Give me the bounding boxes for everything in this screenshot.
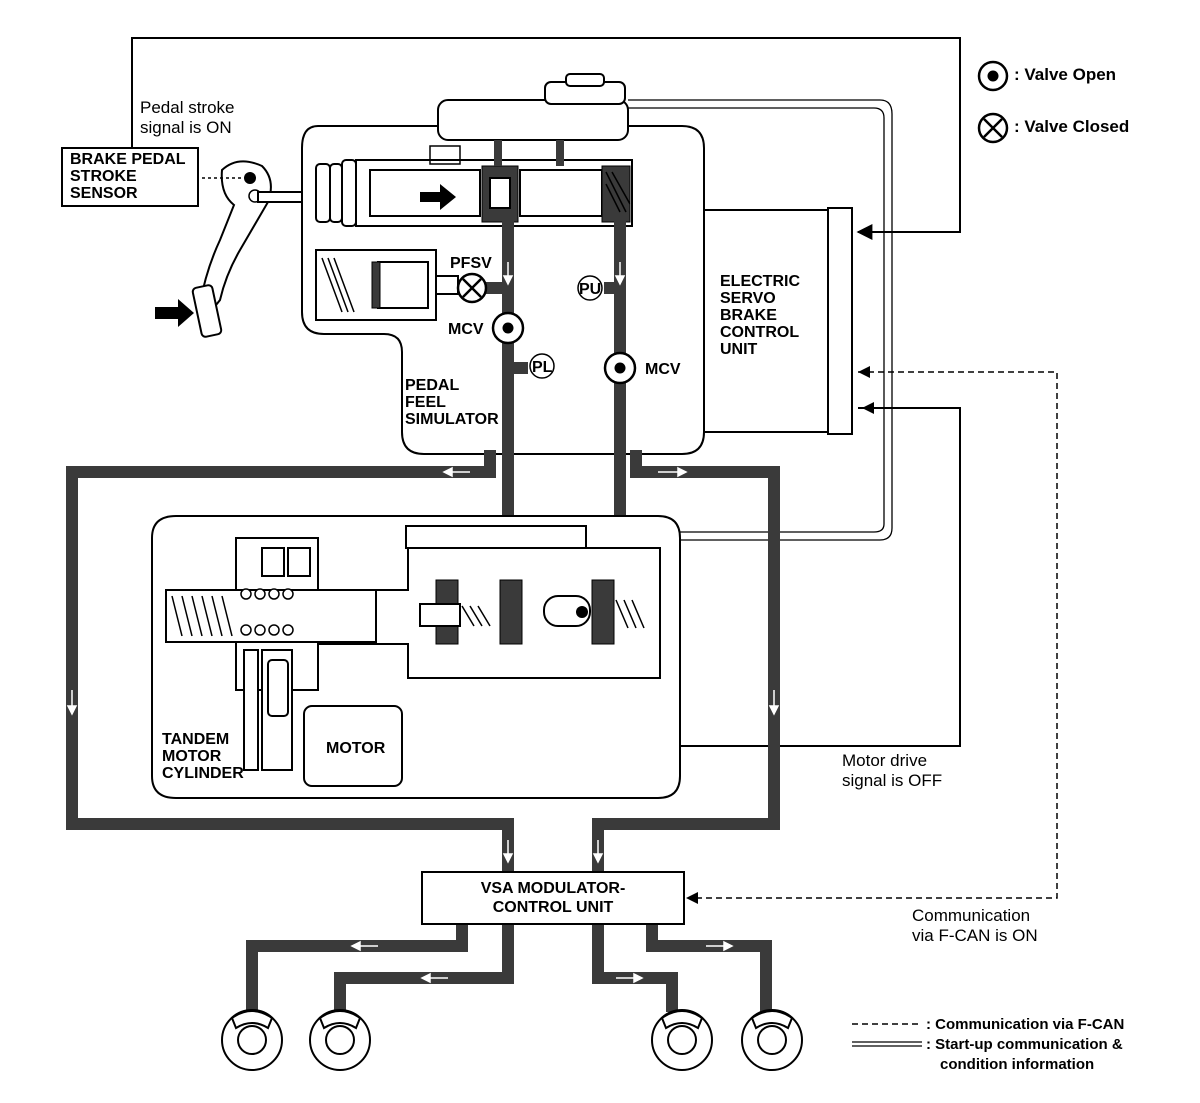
pu-label: PU — [579, 281, 601, 298]
hydraulic-line-brake-rl — [334, 922, 514, 1012]
boot-bellows — [315, 159, 357, 227]
legend-fcan-label: : Communication via F-CAN — [926, 1016, 1124, 1033]
legend-startup-label-1: : Start-up communication & — [926, 1036, 1123, 1053]
fcan-communication-wire — [688, 371, 1058, 899]
pedal-feel-simulator — [315, 249, 459, 321]
legend-line-types: : Communication via F-CAN : Start-up com… — [852, 1016, 1124, 1073]
esb-label-1: ELECTRIC — [720, 273, 800, 290]
pfsv-label: PFSV — [450, 255, 492, 272]
brake-disc-rl — [309, 1009, 371, 1071]
tmc-label-2: MOTOR — [162, 748, 222, 765]
pfs-label-3: SIMULATOR — [405, 411, 499, 428]
sensor-label-2: STROKE — [70, 168, 137, 185]
hydraulic-line-outer-left — [66, 450, 514, 872]
motor-label: MOTOR — [326, 740, 386, 757]
pedal-stroke-signal-wire — [131, 37, 961, 240]
mcv-left-label: MCV — [448, 321, 484, 338]
vsa-modulator-control-unit — [421, 871, 685, 925]
brake-disc-fr — [741, 1009, 803, 1071]
legend-valve-open: : Valve Open — [977, 60, 1116, 92]
hydraulic-line-brake-rr — [592, 922, 678, 1012]
esb-label-5: UNIT — [720, 341, 758, 358]
pfs-label-2: FEEL — [405, 394, 446, 411]
brake-pedal — [191, 160, 272, 338]
hydraulic-line-outer-right — [592, 450, 780, 872]
pl-label: PL — [532, 359, 553, 376]
mcv-right-label: MCV — [645, 361, 681, 378]
legend-valve-closed-label: : Valve Closed — [1014, 117, 1129, 136]
mcv-right-valve-open — [603, 351, 637, 385]
tmc-label-1: TANDEM — [162, 731, 229, 748]
esb-label-4: CONTROL — [720, 324, 799, 341]
brake-disc-rr — [651, 1009, 713, 1071]
esb-label-2: SERVO — [720, 290, 776, 307]
legend-valve-closed: : Valve Closed — [977, 112, 1129, 144]
esb-label-3: BRAKE — [720, 307, 777, 324]
motor-drive-signal-label-1: Motor drive — [842, 751, 927, 770]
motor-drive-signal-label-2: signal is OFF — [842, 771, 942, 790]
pl-sensor — [529, 353, 555, 379]
pu-sensor — [577, 275, 603, 301]
mcv-left-valve-open — [491, 311, 525, 345]
motor-drive-signal-wire — [404, 407, 961, 754]
brake-disc-fl — [221, 1009, 283, 1071]
pfsv-valve-closed — [456, 272, 488, 304]
vsa-label-2: CONTROL UNIT — [493, 899, 614, 916]
pedal-stroke-signal-label-2: signal is ON — [140, 118, 232, 137]
motor — [303, 705, 403, 787]
legend-startup-label-2: condition information — [940, 1056, 1094, 1073]
fcan-signal-label-2: via F-CAN is ON — [912, 926, 1038, 945]
hydraulic-line-brake-fl — [246, 922, 468, 1012]
pedal-stroke-signal-label-1: Pedal stroke — [140, 98, 235, 117]
pedal-force-arrow — [155, 299, 194, 327]
fcan-signal-label-1: Communication — [912, 906, 1030, 925]
startup-communication-line — [628, 99, 893, 541]
pfs-label-1: PEDAL — [405, 377, 459, 394]
sensor-label-1: BRAKE PEDAL — [70, 151, 186, 168]
legend-valve-open-label: : Valve Open — [1014, 65, 1116, 84]
vsa-label-1: VSA MODULATOR- — [481, 880, 626, 897]
brake-pedal-stroke-sensor — [61, 147, 199, 207]
tmc-label-3: CYLINDER — [162, 765, 244, 782]
sensor-label-3: SENSOR — [70, 185, 138, 202]
